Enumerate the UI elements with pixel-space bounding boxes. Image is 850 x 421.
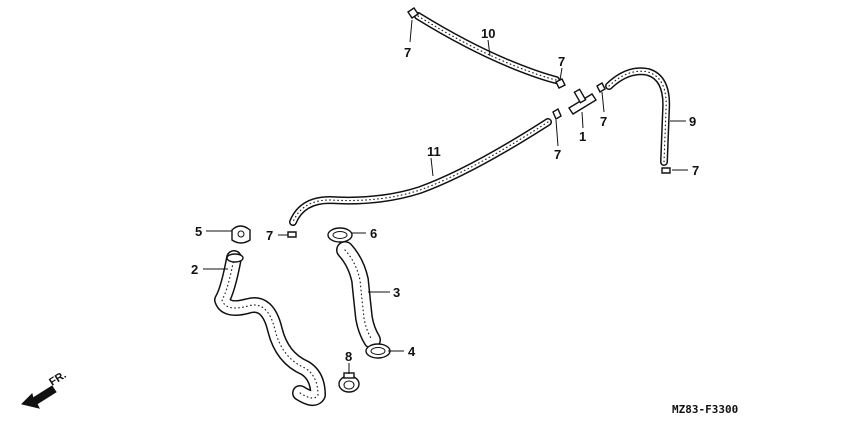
hose-3: [336, 241, 381, 349]
clip-7-top: [407, 7, 419, 19]
clamp-4: [365, 343, 391, 359]
label-7-left: 7: [266, 228, 273, 243]
clip-7-left: [287, 231, 297, 238]
label-7-center: 7: [554, 147, 561, 162]
hose-9: [605, 67, 671, 166]
clip-7-center: [552, 107, 562, 121]
label-6: 6: [370, 226, 377, 241]
label-7-upper-mid: 7: [558, 54, 565, 69]
diagram-code: MZ83-F3300: [672, 403, 738, 416]
front-direction-arrow-icon: [21, 385, 57, 409]
label-2: 2: [191, 262, 198, 277]
clamp-6: [327, 227, 353, 243]
clamp-5: [231, 225, 251, 244]
t-joint-1: [568, 88, 597, 115]
label-10: 10: [481, 26, 495, 41]
clamp-8: [338, 372, 360, 393]
hose-2: [214, 250, 326, 406]
label-4: 4: [408, 344, 416, 359]
label-9: 9: [689, 114, 696, 129]
label-3: 3: [393, 285, 400, 300]
label-7-right-low: 7: [692, 163, 699, 178]
label-7-top: 7: [404, 45, 411, 60]
hose-10: [414, 12, 560, 84]
leader-lines: [203, 19, 688, 374]
label-7-right-mid: 7: [600, 114, 607, 129]
label-1: 1: [579, 129, 586, 144]
label-5: 5: [195, 224, 202, 239]
clip-7-right-low: [661, 167, 671, 174]
label-8: 8: [345, 349, 352, 364]
hose-11: [289, 118, 552, 226]
clip-7-right-mid: [596, 82, 606, 93]
front-direction-label: FR.: [47, 369, 68, 389]
label-11: 11: [427, 144, 441, 159]
